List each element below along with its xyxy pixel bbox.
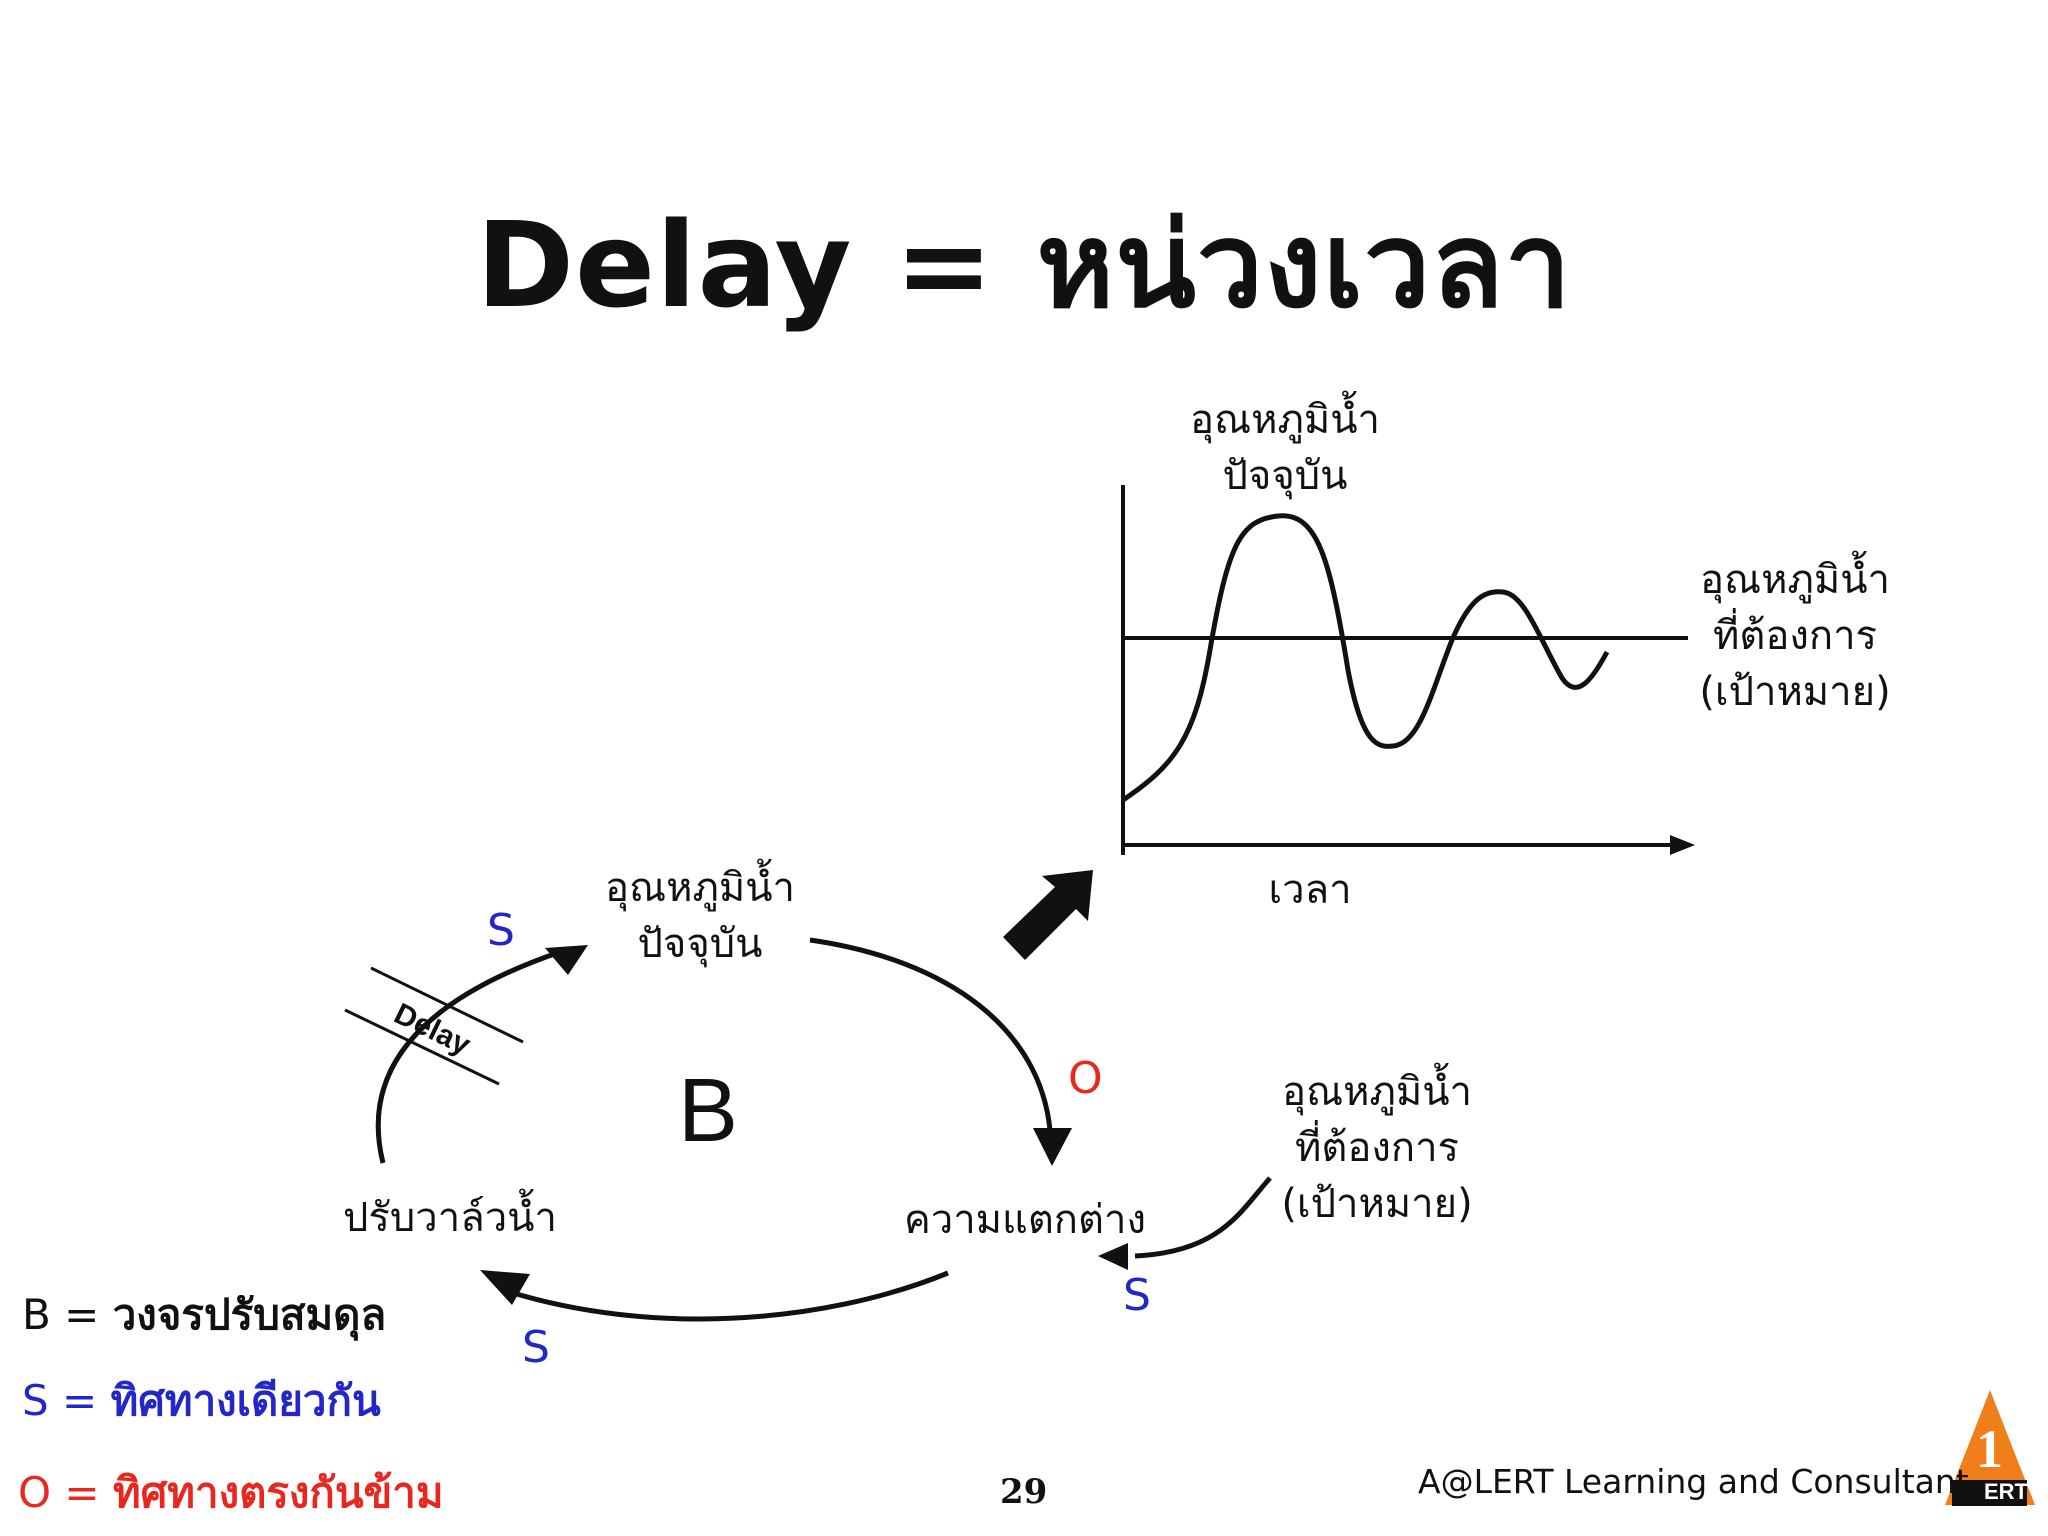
legend-balancing-key: B =: [22, 1290, 113, 1339]
logo-graphic: [1945, 1390, 2035, 1506]
logo-number: 1: [1976, 1419, 2003, 1479]
arrowhead-gap-to-valve: [480, 1270, 530, 1305]
chart-target-label-line3: (เป้าหมาย): [1699, 669, 1891, 715]
loop-type-label: B: [678, 1061, 739, 1161]
legend-balancing: B = วงจรปรับสมดุล: [22, 1282, 386, 1348]
slide-title: Delay = หน่วงเวลา: [476, 196, 1572, 334]
chart-y-label-line1: อุณหภูมิน้ำ: [1189, 397, 1381, 443]
polarity-gap-to-valve: S: [522, 1322, 550, 1373]
time-chart: [1121, 485, 1695, 855]
delay-mark-bottom: [344, 1008, 500, 1086]
chart-y-label-line2: ปัจจุบัน: [1222, 453, 1348, 499]
arrowhead-valve-to-current: [545, 945, 588, 975]
chart-target-label: อุณหภูมิน้ำ ที่ต้องการ (เป้าหมาย): [1680, 552, 1910, 720]
node-target-line2: ที่ต้องการ: [1294, 1125, 1460, 1171]
block-arrow-to-chart: [1003, 870, 1093, 960]
arrow-target-to-gap: [1134, 1176, 1272, 1259]
polarity-current-to-gap: O: [1068, 1053, 1103, 1104]
chart-target-label-line2: ที่ต้องการ: [1712, 613, 1878, 659]
arrowhead-target-to-gap: [1098, 1243, 1128, 1270]
chart-x-label: เวลา: [1268, 867, 1352, 913]
legend-same-key: S =: [22, 1376, 111, 1425]
legend-opposite-text: ทิศทางตรงกันข้าม: [112, 1468, 444, 1517]
legend-same-direction: S = ทิศทางเดียวกัน: [22, 1368, 381, 1434]
node-target-line3: (เป้าหมาย): [1281, 1181, 1473, 1227]
legend-opposite-direction: O = ทิศทางตรงกันข้าม: [18, 1460, 444, 1526]
node-current-line2: ปัจจุบัน: [637, 921, 763, 967]
polarity-valve-to-current: S: [487, 905, 515, 956]
node-target-line1: อุณหภูมิน้ำ: [1281, 1069, 1473, 1115]
chart-x-axis-arrowhead: [1670, 835, 1695, 855]
chart-temperature-curve: [1121, 513, 1610, 803]
arrow-current-to-gap: [809, 937, 1053, 1131]
chart-target-label-line1: อุณหภูมิน้ำ: [1699, 557, 1891, 603]
polarity-target-to-gap: S: [1123, 1270, 1151, 1321]
chart-y-label: อุณหภูมิน้ำ ปัจจุบัน: [1165, 392, 1405, 504]
node-gap: ความแตกต่าง: [904, 1197, 1146, 1243]
delay-mark-top: [370, 966, 524, 1044]
footer-company: A@LERT Learning and Consultant: [1418, 1462, 1969, 1501]
legend-same-text: ทิศทางเดียวกัน: [110, 1376, 381, 1425]
node-adjust-valve: ปรับวาล์วน้ำ: [343, 1195, 557, 1241]
node-target-temperature: อุณหภูมิน้ำ ที่ต้องการ (เป้าหมาย): [1262, 1064, 1492, 1232]
logo-text: ERT: [1984, 1479, 2028, 1504]
legend-opposite-key: O =: [18, 1468, 113, 1517]
node-current-temperature: อุณหภูมิน้ำ ปัจจุบัน: [590, 860, 810, 972]
legend-balancing-text: วงจรปรับสมดุล: [112, 1290, 387, 1339]
arrow-gap-to-valve: [509, 1270, 949, 1322]
arrowhead-current-to-gap: [1033, 1128, 1072, 1166]
page-number: 29: [1000, 1472, 1048, 1512]
node-current-line1: อุณหภูมิน้ำ: [604, 865, 796, 911]
causal-loop: Delay: [344, 870, 1272, 1322]
